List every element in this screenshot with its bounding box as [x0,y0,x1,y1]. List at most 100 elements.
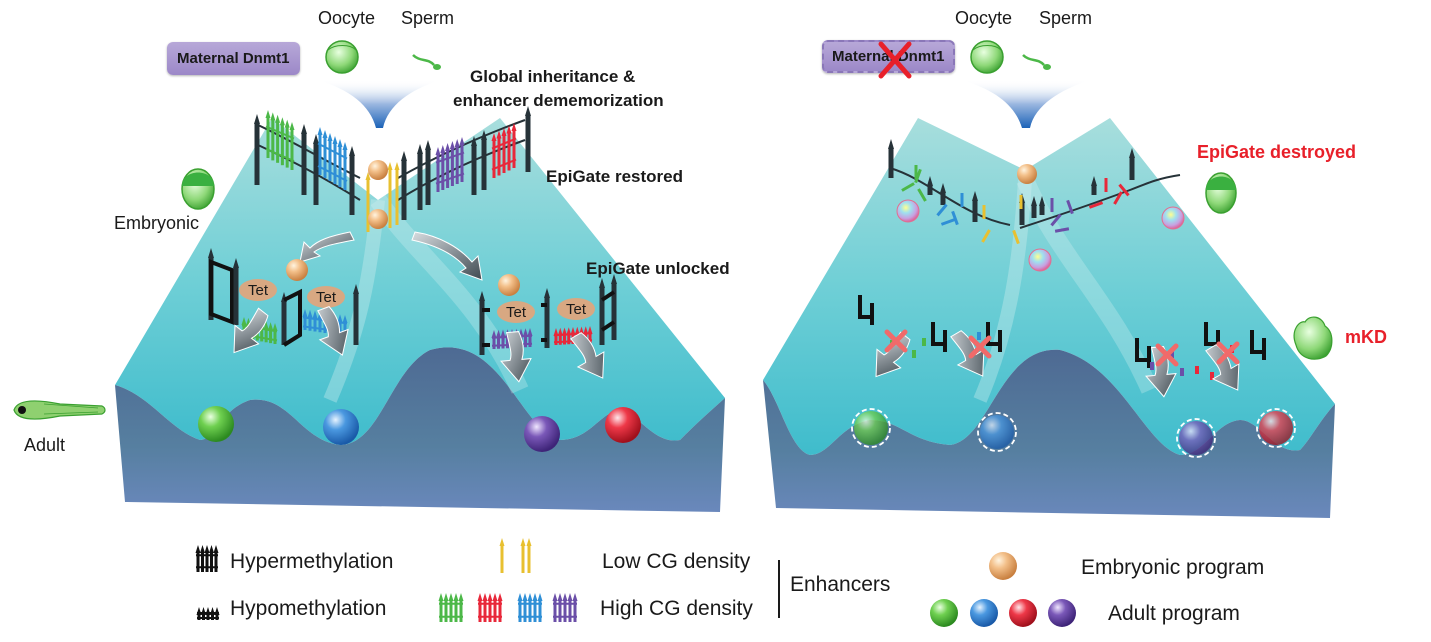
mkd-label: mKD [1345,327,1388,347]
picket-tip [574,326,580,335]
picket-tip [496,329,501,338]
fence-post [417,153,423,210]
picket [276,121,280,163]
fence-post-tip [1039,196,1045,206]
adult-cell-blue-impaired [980,415,1014,449]
epigate-blocked [858,295,1266,398]
picket-tip [458,593,464,601]
x-stroke [1155,343,1179,367]
picket-tip [501,128,507,136]
embryonic-ball [1017,164,1037,184]
picket-tip [537,593,543,601]
left-funnel [318,80,440,128]
picket-tip [499,538,505,546]
low-cg-density-icon [499,538,532,573]
sperm-label: Sperm [1039,8,1093,28]
picket-tip [572,593,578,601]
fence-post [254,123,260,185]
picket-tip [557,327,563,336]
picket-tip [342,315,348,323]
picket [459,600,463,622]
picket-tip [511,123,517,131]
picket-tip [307,309,313,318]
rail [435,172,465,185]
sperm-icon [412,54,441,70]
methylation-fragment [1066,199,1074,215]
fence-post-tip [599,278,605,288]
picket [492,337,496,349]
hypermethylation-fence-icon [195,545,219,572]
adult-cell-blue [323,409,359,445]
fence-post [888,148,894,178]
picket-tip [552,593,558,601]
picket-tip [302,309,308,317]
fence-post [972,200,978,222]
picket [492,140,496,178]
picket-tip [332,136,338,144]
knockout-x-icon [878,41,912,79]
picket-tip [491,133,497,141]
picket [441,152,445,190]
picket-tip [566,327,572,336]
picket [439,600,443,622]
picket [455,146,459,184]
hypomethylation-fence-icon [196,607,220,620]
picket-tip [241,317,247,325]
fence-post-tip [417,144,423,154]
picket [214,552,218,572]
fence-post [544,297,550,348]
fence-post [1019,202,1025,225]
fence-post [401,160,407,220]
high-cg-density-fence-icon [517,593,543,622]
legend-hypomethylation: Hypomethylation [230,597,387,620]
picket [512,130,516,168]
broken-gate [1250,330,1266,360]
methylation-fragment [940,218,956,226]
picket [454,600,458,622]
adult-cell-green [198,406,234,442]
picket [395,169,399,225]
picket [366,179,370,232]
down-arrow [317,306,349,356]
adult-cell-green-impaired [854,411,888,445]
picket-tip [520,538,526,546]
fence-post [233,267,239,325]
oocyte-icon [325,40,359,74]
fence-post-tip [254,114,260,124]
picket [308,316,312,331]
methylation-fragment [982,205,986,219]
picket [588,333,592,343]
fence-post [425,149,431,205]
methylation-fragment [1054,227,1070,233]
picket-tip [587,326,593,334]
methylation-fragment [1180,368,1184,376]
fence-post [301,133,307,195]
picket [449,600,453,622]
fence-post [471,145,477,195]
arrow-shape [950,330,985,377]
broken-gate [1135,338,1151,368]
mixed-state-cells [896,199,1185,272]
picket-tip [275,114,281,123]
methylation-fragment [1210,372,1214,380]
picket-tip [342,142,348,150]
methylation-fragment [981,229,991,243]
picket [558,334,562,345]
picket [210,552,213,572]
fence-post-tip [349,146,355,156]
picket-tip [327,133,333,141]
picket [497,336,500,349]
picket [388,169,392,228]
picket [518,600,522,622]
embryo-icon [1205,172,1237,214]
legend-graphics [195,538,1076,627]
methylation-fragment [901,182,915,192]
embryonic-stage-label: Embryonic [114,213,200,233]
legend-enhancers: Enhancers [790,573,891,596]
fence-post-tip [927,176,933,186]
dashed-outline [851,408,891,448]
fence-post-tip [479,291,485,301]
methylation-fragment [1118,183,1130,197]
legend-adult-program: Adult program [1108,602,1240,625]
picket [507,132,511,171]
